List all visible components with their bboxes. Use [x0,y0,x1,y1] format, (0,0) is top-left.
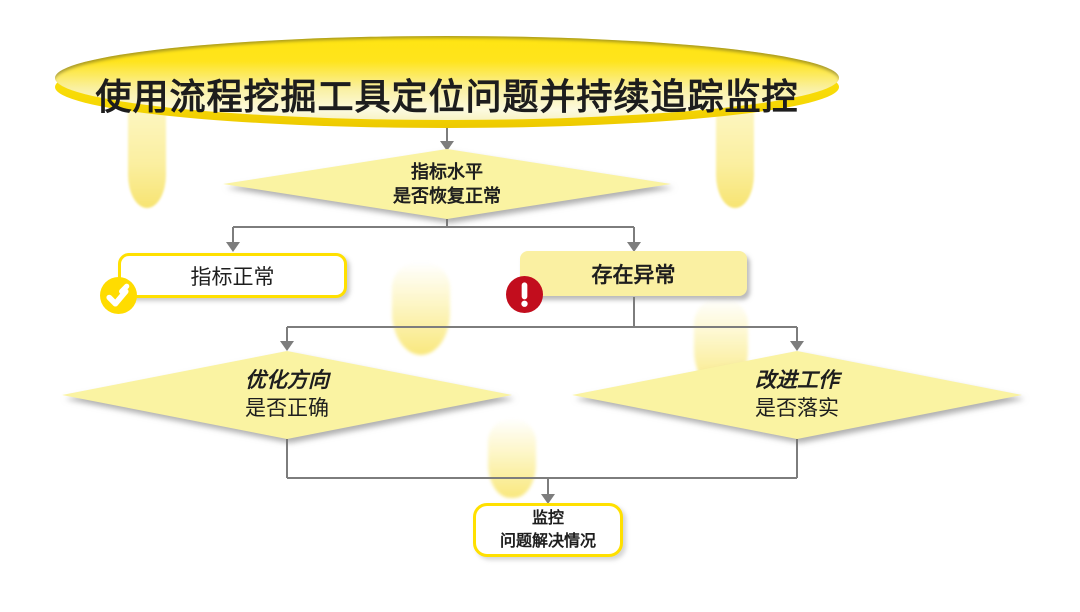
decision-top-diamond [223,149,671,219]
decision-optimize-line1: 优化方向 [245,368,329,392]
check-icon [100,277,137,314]
ellipse-leg-left [128,110,166,208]
monitor-line2: 问题解决情况 [499,533,596,550]
outcome-abnormal-box: 存在异常 [520,251,747,296]
arrowheads [226,141,804,504]
decision-optimize-label: 优化方向 是否正确 [62,351,512,439]
decision-top-label: 指标水平 是否恢复正常 [223,149,671,219]
monitor-box: 监控 问题解决情况 [473,503,623,557]
monitor-line1: 监控 [531,509,564,527]
page-title: 使用流程挖掘工具定位问题并持续追踪监控 [95,76,799,117]
decision-improve-label: 改进工作 是否落实 [572,351,1022,439]
decision-top-line2: 是否恢复正常 [393,186,501,206]
outcome-abnormal-label: 存在异常 [591,263,676,287]
header-ellipse [55,36,839,120]
decision-top-line1: 指标水平 [411,161,483,182]
exclamation-icon [506,276,543,313]
ellipse-leg-right [716,110,754,208]
glow-middle [392,262,450,355]
decision-improve-line1: 改进工作 [755,368,839,392]
decision-optimize-line2: 是否正确 [245,397,329,420]
decision-improve-diamond [572,351,1022,439]
glow-bottom [488,418,536,498]
outcome-normal-label: 指标正常 [190,265,275,289]
decision-optimize-diamond [62,351,512,439]
decision-improve-line2: 是否落实 [755,397,839,420]
outcome-normal-box: 指标正常 [118,253,347,298]
